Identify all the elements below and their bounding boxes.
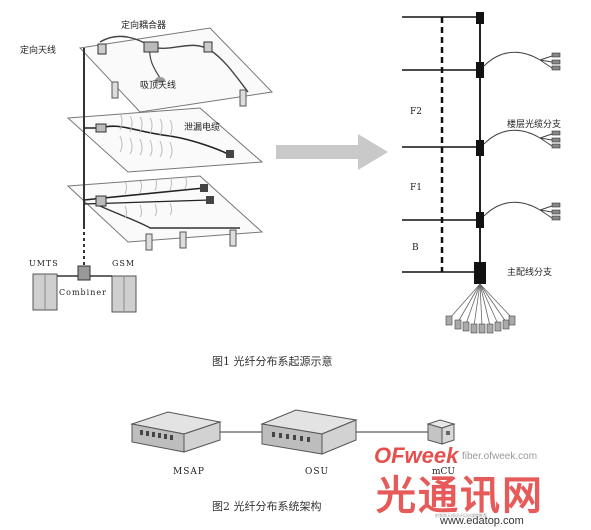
coupler-box-icon xyxy=(95,123,107,133)
floor-branch-fan xyxy=(483,51,553,219)
fiber-connector-icons xyxy=(551,52,561,221)
antenna-post-icon xyxy=(239,89,247,107)
watermark-chinese: 光通讯网 xyxy=(376,473,544,519)
ofweek-watermark: OFweek fiber.ofweek.com 光通讯网 www.edatop.… xyxy=(374,443,544,527)
lower-floor-plate xyxy=(66,175,264,243)
floor-label-f2: F2 xyxy=(410,107,422,117)
node-label-msap: MSAP xyxy=(173,467,205,477)
osu-device-icon xyxy=(260,409,358,455)
top-floor-plate xyxy=(78,27,274,113)
antenna-post-icon xyxy=(111,81,119,99)
transition-arrow xyxy=(276,134,388,170)
antenna-post-icon xyxy=(179,231,187,249)
node-label-mcu: mCU xyxy=(432,467,455,477)
main-connector-icons xyxy=(445,315,516,334)
figure1-caption: 图1 光纤分布系起源示意 xyxy=(212,354,333,368)
label-umts: UMTS xyxy=(29,259,59,268)
label-floor-branch: 楼层光缆分支 xyxy=(507,118,561,130)
branch-splice-icon xyxy=(476,212,484,228)
node-label-osu: OSU xyxy=(305,467,329,477)
watermark-brand: OFweek xyxy=(374,443,460,468)
cable-termination-icon xyxy=(200,184,208,192)
label-ceiling-antenna: 吸顶天线 xyxy=(140,79,176,91)
fiber-riser-illustration: F2 F1 B 楼层光缆分支 主配线分支 xyxy=(402,12,561,334)
main-branch-fan xyxy=(449,283,513,327)
radiation-pattern xyxy=(124,176,187,219)
floor-label-f1: F1 xyxy=(410,183,422,193)
top-floor-cable xyxy=(99,35,249,93)
leaky-cable-line xyxy=(84,125,229,155)
label-main-branch: 主配线分支 xyxy=(507,266,552,278)
antenna-post-icon xyxy=(229,229,237,247)
ceiling-antenna-icon xyxy=(155,77,165,83)
watermark-small-cn: 射频和天线设计培训课程推荐 xyxy=(435,512,487,518)
label-gsm: GSM xyxy=(112,259,135,268)
label-directional-coupler: 定向耦合器 xyxy=(121,19,166,31)
cable-termination-icon xyxy=(206,196,214,204)
watermark-site: fiber.ofweek.com xyxy=(462,451,537,462)
branch-splice-icon xyxy=(476,140,484,156)
label-directional-antenna: 定向天线 xyxy=(20,44,56,56)
label-leaky-cable: 泄漏电缆 xyxy=(184,121,220,133)
watermark-url: www.edatop.com xyxy=(439,515,524,527)
directional-antenna-icon xyxy=(97,43,107,55)
floor-label-b: B xyxy=(412,243,419,253)
coupler-box-icon xyxy=(143,41,159,53)
main-splice-icon xyxy=(474,262,486,284)
branch-splice-icon xyxy=(476,62,484,78)
directional-antenna-icon xyxy=(203,41,213,53)
coupler-box-icon xyxy=(95,195,107,207)
antenna-post-icon xyxy=(145,233,153,251)
fiber-end-cap xyxy=(476,12,484,24)
lower-floor-cable xyxy=(99,205,240,229)
combiner-box-icon xyxy=(77,265,91,281)
figure2-caption: 图2 光纤分布系统架构 xyxy=(212,499,322,513)
middle-floor-plate xyxy=(66,107,264,173)
radiation-pattern xyxy=(119,113,173,159)
cable-termination-icon xyxy=(226,150,234,158)
mcu-device-icon xyxy=(426,419,456,445)
fiber-das-architecture: MSAP OSU mCU xyxy=(130,409,456,477)
das-building-illustration: 定向耦合器 定向天线 吸顶天线 泄漏电缆 UMTS GSM Combiner xyxy=(20,19,274,313)
msap-device-icon xyxy=(130,411,222,453)
label-combiner: Combiner xyxy=(59,288,107,297)
